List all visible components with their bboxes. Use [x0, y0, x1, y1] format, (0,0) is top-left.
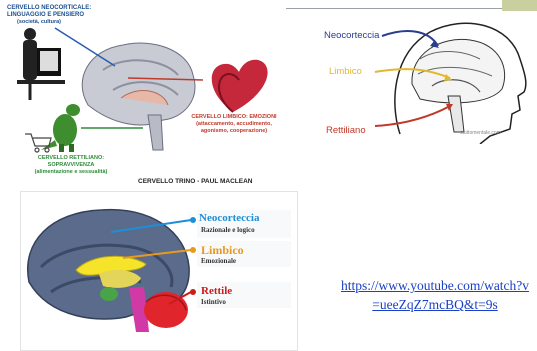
limbic-label: Limbico	[329, 66, 362, 77]
neocortex-label: Neocorteccia	[199, 212, 259, 224]
man-at-computer-icon	[17, 28, 65, 100]
limbic-label: Limbico	[201, 243, 244, 258]
youtube-link[interactable]: https://www.youtube.com/watch?v=ueeZqZ7m…	[340, 276, 530, 314]
watermark: stuttomentale.com	[460, 130, 501, 136]
neocortex-title: CERVELLO NEOCORTICALE: LINGUAGGIO E PENS…	[7, 5, 117, 19]
head-profile-illustration: Neocorteccia Limbico Rettiliano stuttome…	[320, 14, 532, 144]
colored-brain-illustration: Neocorteccia Razionale e logico Limbico …	[20, 191, 298, 351]
reptilian-title: CERVELLO RETTILIANO: SOPRAVVIVENZA	[21, 155, 121, 169]
reptilian-label: CERVELLO RETTILIANO: SOPRAVVIVENZA (alim…	[21, 155, 121, 176]
heart-icon	[212, 60, 268, 112]
neocortex-subtitle: (società, cultura)	[17, 19, 61, 25]
reptile-label: Rettile	[201, 285, 232, 297]
reptile-desc: Istintivo	[201, 298, 226, 306]
shopping-cart-icon	[25, 134, 51, 152]
reptilian-label: Rettiliano	[326, 125, 366, 136]
limbic-subtitle: (attaccamento, accudimento, agonismo, co…	[185, 121, 283, 135]
neocortex-connector	[55, 28, 115, 66]
triune-brain-illustration: CERVELLO NEOCORTICALE: LINGUAGGIO E PENS…	[3, 0, 286, 190]
limbic-label: CERVELLO LIMBICO: EMOZIONI (attaccamento…	[185, 114, 283, 135]
neocortex-desc: Razionale e logico	[201, 226, 255, 234]
brain-sagittal-icon	[82, 43, 195, 150]
limbic-desc: Emozionale	[201, 257, 236, 265]
limbic-title: CERVELLO LIMBICO: EMOZIONI	[185, 114, 283, 121]
dinosaur-icon	[41, 104, 80, 152]
corner-accent	[502, 0, 537, 11]
amygdala	[100, 287, 118, 301]
reptilian-subtitle: (alimentazione e sessualità)	[21, 169, 121, 176]
triune-brain-caption: CERVELLO TRINO - PAUL MACLEAN	[138, 178, 252, 185]
neocortex-label: Neocorteccia	[324, 30, 379, 41]
